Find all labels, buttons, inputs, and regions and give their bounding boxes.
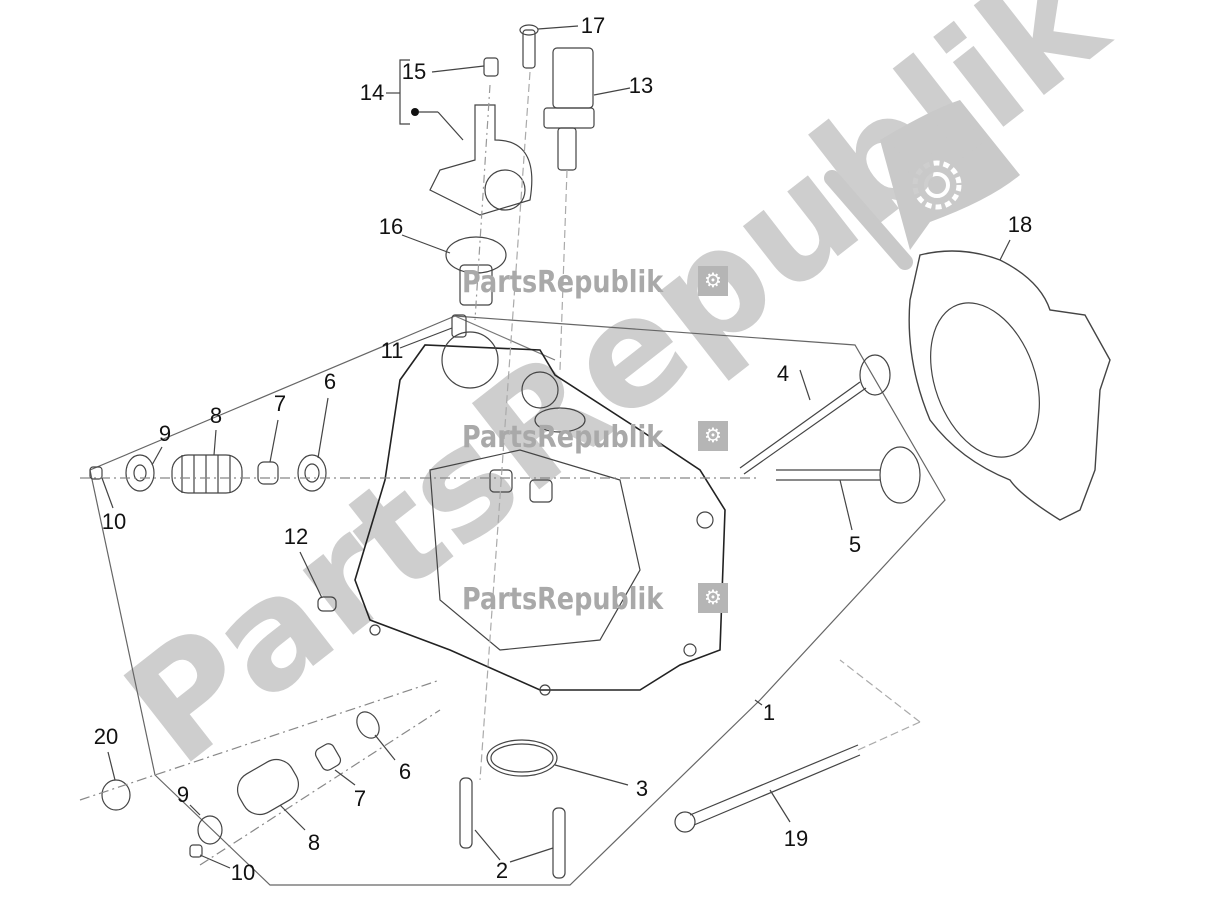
gear-flag-icon: ⚙ (698, 421, 728, 451)
callout-6a[interactable]: 6 (323, 369, 337, 394)
callout-20[interactable]: 20 (93, 724, 119, 749)
callout-3[interactable]: 3 (635, 776, 649, 801)
watermark-small-3: PartsRepublik (462, 582, 664, 617)
callout-5[interactable]: 5 (848, 532, 862, 557)
callout-4[interactable]: 4 (776, 361, 790, 386)
gear-flag-icon: ⚙ (698, 266, 728, 296)
callout-18[interactable]: 18 (1007, 212, 1033, 237)
callout-10a[interactable]: 10 (101, 509, 127, 534)
gear-flag-icon: ⚙ (698, 583, 728, 613)
callout-8b[interactable]: 8 (307, 830, 321, 855)
callout-11[interactable]: 11 (380, 338, 404, 363)
callout-1[interactable]: 1 (762, 700, 776, 725)
callout-16[interactable]: 16 (378, 214, 404, 239)
callout-14[interactable]: 14 (359, 80, 385, 105)
callout-6b[interactable]: 6 (398, 759, 412, 784)
watermark-flag-icon (824, 100, 1020, 270)
callout-17[interactable]: 17 (580, 13, 606, 38)
callout-7a[interactable]: 7 (273, 391, 287, 416)
watermark-small-1: PartsRepublik (462, 265, 664, 300)
callout-9a[interactable]: 9 (158, 421, 172, 446)
callout-12[interactable]: 12 (283, 524, 309, 549)
callout-13[interactable]: 13 (628, 73, 654, 98)
callout-7b[interactable]: 7 (353, 786, 367, 811)
watermark-small-2: PartsRepublik (462, 420, 664, 455)
callout-9b[interactable]: 9 (176, 782, 190, 807)
callout-10b[interactable]: 10 (230, 860, 256, 885)
callout-2[interactable]: 2 (495, 858, 509, 883)
callout-19[interactable]: 19 (783, 826, 809, 851)
callout-15[interactable]: 15 (401, 59, 427, 84)
callout-8a[interactable]: 8 (209, 403, 223, 428)
